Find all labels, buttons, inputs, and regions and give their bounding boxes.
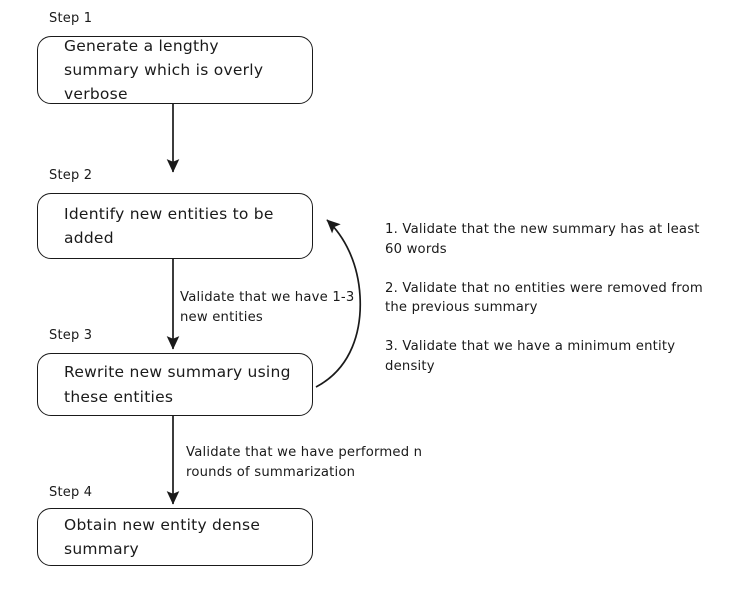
edge-label-step2-step3: Validate that we have 1-3 new entities	[180, 290, 355, 325]
validation-item-3: 3. Validate that we have a minimum entit…	[385, 339, 676, 374]
step-label-1: Step 1	[49, 11, 93, 26]
validation-list: 1. Validate that the new summary has at …	[385, 220, 705, 377]
step-label-3: Step 3	[49, 328, 93, 343]
node-step-3-text: Rewrite new summary using these entities	[64, 363, 291, 406]
node-step-3[interactable]: Rewrite new summary using these entities	[37, 353, 313, 416]
step-label-2: Step 2	[49, 168, 93, 183]
node-step-4-text: Obtain new entity dense summary	[64, 515, 261, 558]
node-step-1[interactable]: Generate a lengthy summary which is over…	[37, 36, 313, 104]
step-label-4: Step 4	[49, 485, 93, 500]
validation-item-1: 1. Validate that the new summary has at …	[385, 222, 700, 257]
edge-label-step3-step4: Validate that we have performed n rounds…	[186, 445, 423, 480]
node-step-2[interactable]: Identify new entities to be added	[37, 193, 313, 259]
node-step-2-text: Identify new entities to be added	[64, 204, 274, 247]
node-step-1-text: Generate a lengthy summary which is over…	[64, 36, 264, 104]
validation-item-2: 2. Validate that no entities were remove…	[385, 280, 703, 316]
node-step-4[interactable]: Obtain new entity dense summary	[37, 508, 313, 566]
